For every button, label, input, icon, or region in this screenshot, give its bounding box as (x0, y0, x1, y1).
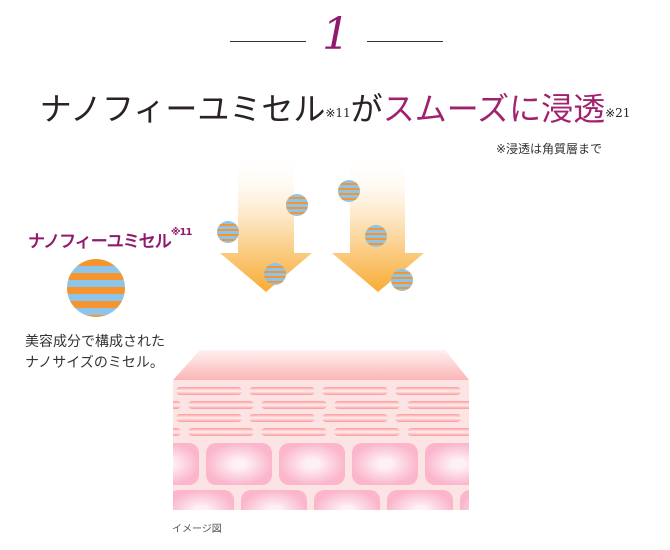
cell-nucleus (173, 459, 174, 467)
title-ref: ※21 (605, 106, 631, 120)
cell (425, 443, 469, 485)
cell-flat (322, 414, 388, 422)
cell-flat (407, 401, 469, 409)
desc-line: 美容成分で構成された (25, 334, 165, 350)
micelle-particle (264, 263, 286, 285)
page-title: ナノフィーユミセル※11がスムーズに浸透※21 (0, 86, 670, 132)
cell-flat (176, 387, 242, 395)
cell-flat (188, 401, 254, 409)
micelle-particle (365, 225, 387, 247)
cell-flat (188, 428, 254, 436)
cell-flat (261, 401, 327, 409)
cell-flat (249, 387, 315, 395)
cell-flat (334, 428, 400, 436)
cell-nucleus (306, 459, 320, 467)
step-number: 1 (322, 9, 350, 60)
cell-flat (173, 401, 181, 409)
cell (387, 490, 453, 510)
cell-flat (395, 387, 461, 395)
cell-nucleus (195, 505, 209, 510)
micelle-label: ナノフィーユミセル※11 (28, 227, 193, 252)
cell (173, 443, 199, 485)
arrow-down-icon (332, 155, 424, 292)
title-text: が (350, 90, 383, 128)
cell-flat (395, 414, 461, 422)
cell-nucleus (379, 459, 393, 467)
micelle-particle (338, 180, 360, 202)
cell-flat (103, 414, 169, 422)
cell-flat (176, 414, 242, 422)
micelle-label-text: ナノフィーユミセル (28, 232, 172, 252)
image-caption: イメージ図 (172, 524, 222, 535)
micelle-particle (217, 221, 239, 243)
title-text: ナノフィーユミセル (39, 90, 326, 128)
cell (460, 490, 469, 510)
cell-flat (261, 428, 327, 436)
divider-left (230, 41, 306, 42)
arrow-down-icon (220, 155, 312, 292)
cell (241, 490, 307, 510)
divider-right (367, 41, 443, 42)
micelle-label-ref: ※11 (170, 227, 193, 238)
cell-flat (173, 428, 181, 436)
micelle-description: 美容成分で構成されたナノサイズのミセル。 (25, 332, 165, 374)
cell (314, 490, 380, 510)
skin-layer-illustration (103, 350, 501, 513)
desc-line: ナノサイズのミセル。 (25, 355, 164, 371)
cell-flat (334, 401, 400, 409)
title-highlight: スムーズに浸透 (382, 90, 606, 128)
cell-flat (407, 428, 469, 436)
cell-flat (322, 387, 388, 395)
title-ref: ※11 (325, 106, 351, 120)
cell-nucleus (452, 459, 466, 467)
cell-flat (468, 415, 469, 421)
cell-nucleus (268, 505, 282, 510)
cell-nucleus (414, 505, 428, 510)
cell-nucleus (487, 505, 501, 513)
micelle-large-icon (67, 259, 125, 317)
cell-nucleus (233, 459, 247, 467)
cell-flat (103, 387, 169, 395)
footnote: ※浸透は角質層まで (496, 142, 603, 156)
micelle-particle (286, 194, 308, 216)
cell (173, 490, 234, 510)
cell-flat (249, 414, 315, 422)
cell-nucleus (341, 505, 355, 510)
cell-flat (468, 388, 469, 394)
micelle-particle (391, 269, 413, 291)
